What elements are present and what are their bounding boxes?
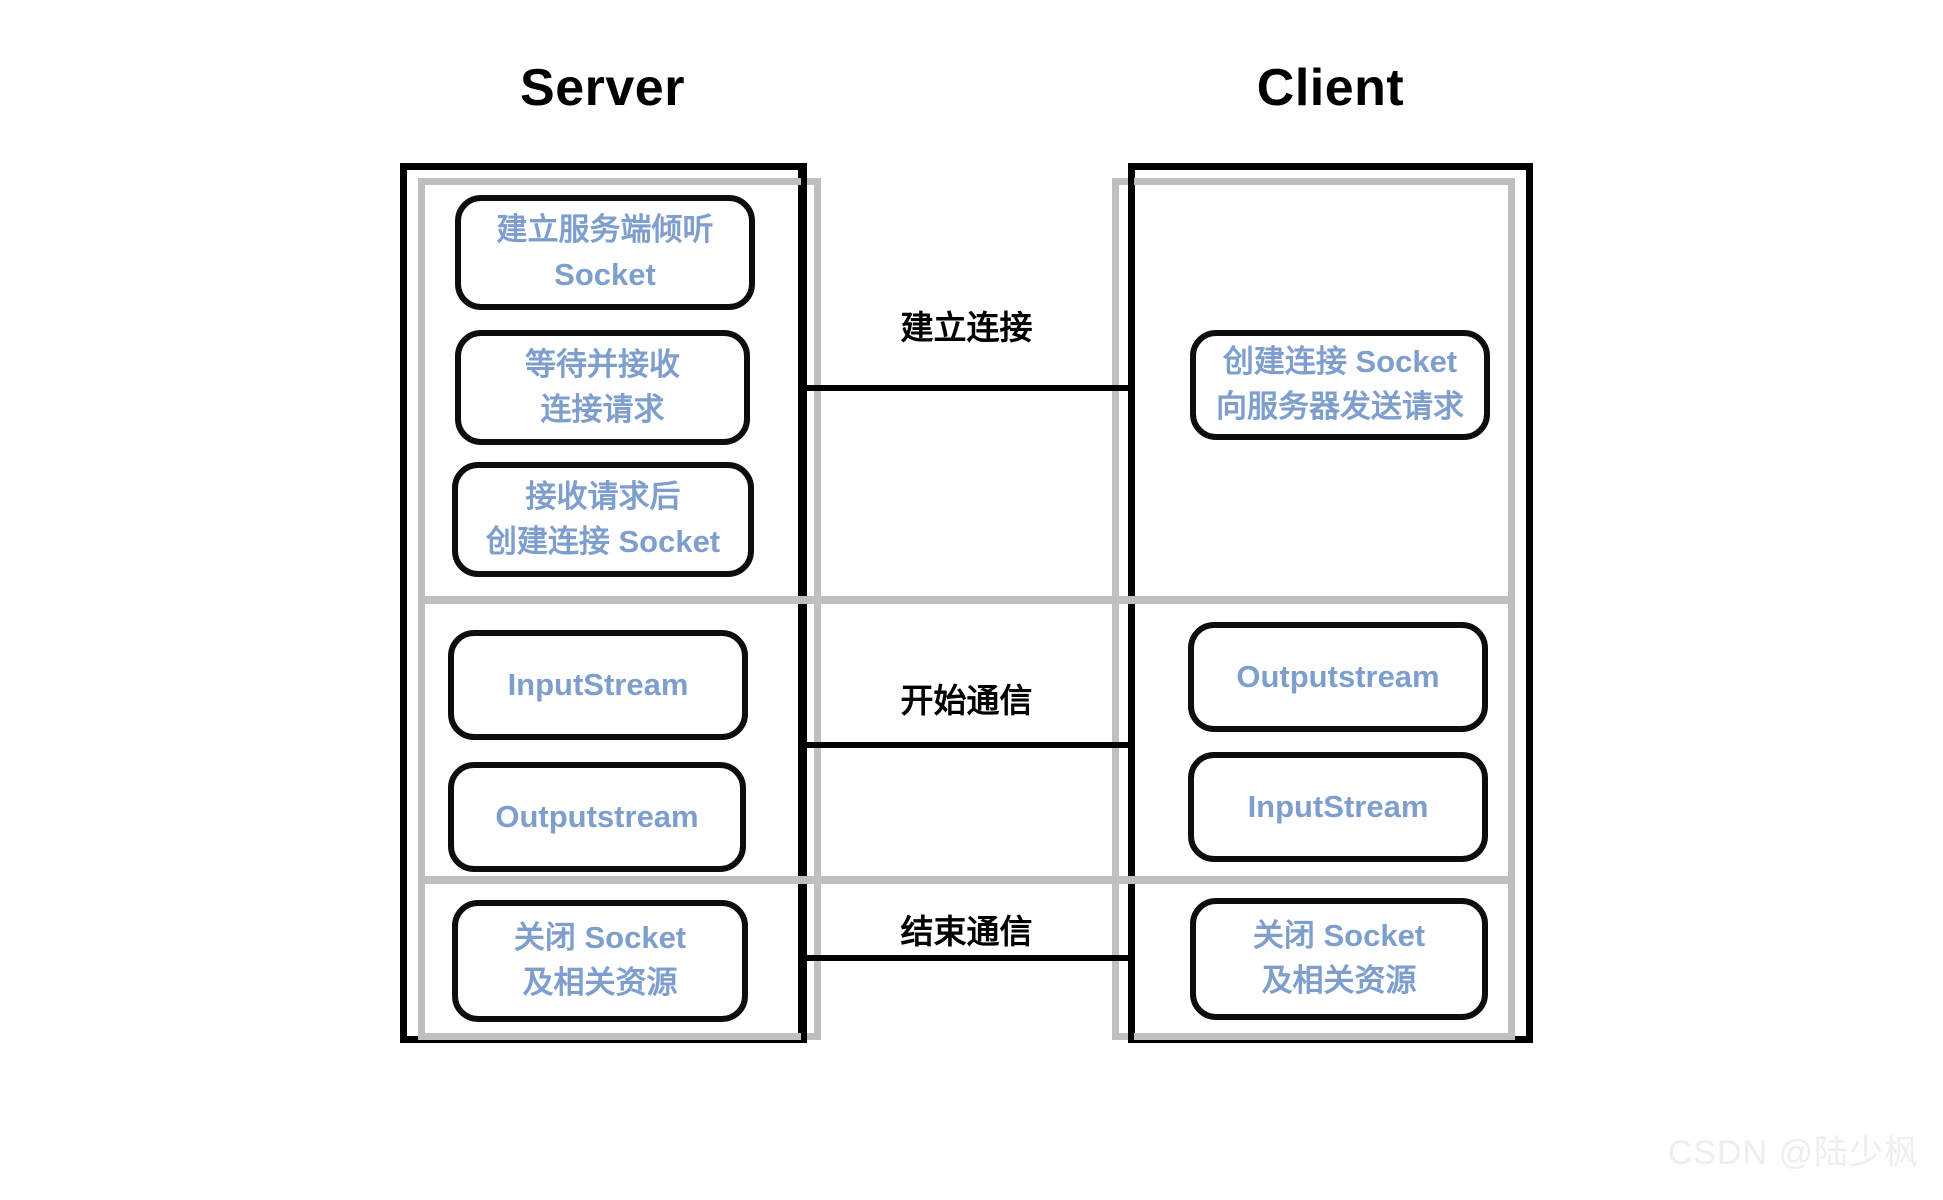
column-title-server: Server <box>520 59 685 117</box>
connector-line-close <box>803 955 1130 961</box>
client-inner-frame <box>1112 178 1515 1040</box>
connector-line-communicate <box>803 742 1130 748</box>
client-node-input-stream[interactable]: InputStream <box>1188 752 1488 862</box>
node-line: 接收请求后 <box>525 478 681 514</box>
node-line: 等待并接收 <box>525 346 680 382</box>
node-line: 创建连接 Socket <box>485 523 721 559</box>
node-line: 建立服务端倾听 <box>496 211 714 247</box>
section-divider-2 <box>418 876 1515 884</box>
node-line: 向服务器发送请求 <box>1216 389 1464 424</box>
node-line: Socket <box>554 256 656 292</box>
server-node-close-socket[interactable]: 关闭 Socket 及相关资源 <box>452 900 748 1022</box>
connector-line-establish <box>803 385 1130 391</box>
section-divider-1 <box>418 596 1515 604</box>
client-node-create-socket-send-request[interactable]: 创建连接 Socket 向服务器发送请求 <box>1190 330 1490 440</box>
client-node-close-socket[interactable]: 关闭 Socket 及相关资源 <box>1190 898 1488 1020</box>
node-line: Outputstream <box>495 798 699 834</box>
server-node-output-stream[interactable]: Outputstream <box>448 762 746 872</box>
server-inner-frame <box>418 178 821 1040</box>
section-label-end-communication: 结束通信 <box>900 913 1033 950</box>
node-line: 及相关资源 <box>522 965 678 1000</box>
section-label-establish-connection: 建立连接 <box>900 309 1033 346</box>
node-line: 连接请求 <box>540 391 665 427</box>
node-line: 创建连接 Socket <box>1222 344 1458 380</box>
node-line: Outputstream <box>1236 658 1440 694</box>
server-node-create-listen-socket[interactable]: 建立服务端倾听 Socket <box>455 195 755 310</box>
node-line: 关闭 Socket <box>513 920 687 956</box>
node-line: 关闭 Socket <box>1252 918 1426 954</box>
node-line: 及相关资源 <box>1261 963 1417 998</box>
column-title-client: Client <box>1256 59 1405 117</box>
client-node-output-stream[interactable]: Outputstream <box>1188 622 1488 732</box>
server-node-input-stream[interactable]: InputStream <box>448 630 748 740</box>
server-node-create-connection-socket[interactable]: 接收请求后 创建连接 Socket <box>452 462 754 577</box>
server-node-wait-accept-request[interactable]: 等待并接收 连接请求 <box>455 330 750 445</box>
section-label-start-communication: 开始通信 <box>900 682 1033 719</box>
csdn-watermark: CSDN @陆少枫 <box>1667 1134 1919 1172</box>
node-line: InputStream <box>507 666 689 702</box>
node-line: InputStream <box>1247 788 1429 824</box>
